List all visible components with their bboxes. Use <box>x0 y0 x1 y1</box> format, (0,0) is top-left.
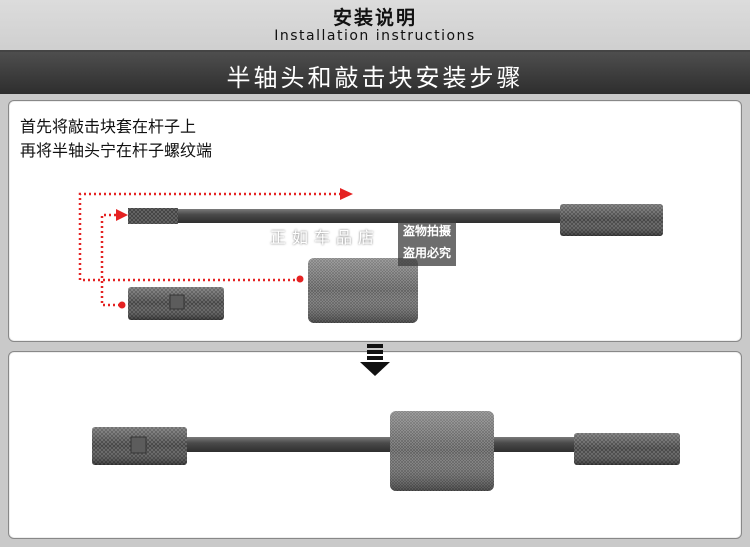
guide-dot <box>296 275 304 283</box>
striking-block <box>308 258 418 323</box>
watermark-line-1: 盗物拍摄 <box>402 224 451 238</box>
header-title-en: Installation instructions <box>274 28 476 44</box>
section-title-bar: 半轴头和敲击块安装步骤 <box>0 52 750 94</box>
half-shaft-head <box>128 287 224 320</box>
section-title: 半轴头和敲击块安装步骤 <box>226 64 524 92</box>
assembled-tool <box>92 411 680 491</box>
dotted-arrow-icon <box>340 188 353 200</box>
header: 安装说明 Installation instructions <box>0 0 750 52</box>
header-divider <box>0 50 750 52</box>
down-arrow-icon <box>360 344 390 376</box>
slide-hammer-rod <box>128 204 663 236</box>
watermark-badge: 盗物拍摄 盗用必究 <box>398 220 456 266</box>
instruction-line-2: 再将半轴头宁在杆子螺纹端 <box>20 141 213 160</box>
header-title-cn: 安装说明 <box>332 7 417 29</box>
instruction-line-1: 首先将敲击块套在杆子上 <box>20 117 197 136</box>
watermark-line-2: 盗用必究 <box>402 246 451 260</box>
guide-arrows <box>78 192 340 307</box>
guide-dot <box>118 301 126 309</box>
dotted-arrow-icon <box>116 209 128 221</box>
watermark-store: 正如车品店 <box>270 228 381 247</box>
